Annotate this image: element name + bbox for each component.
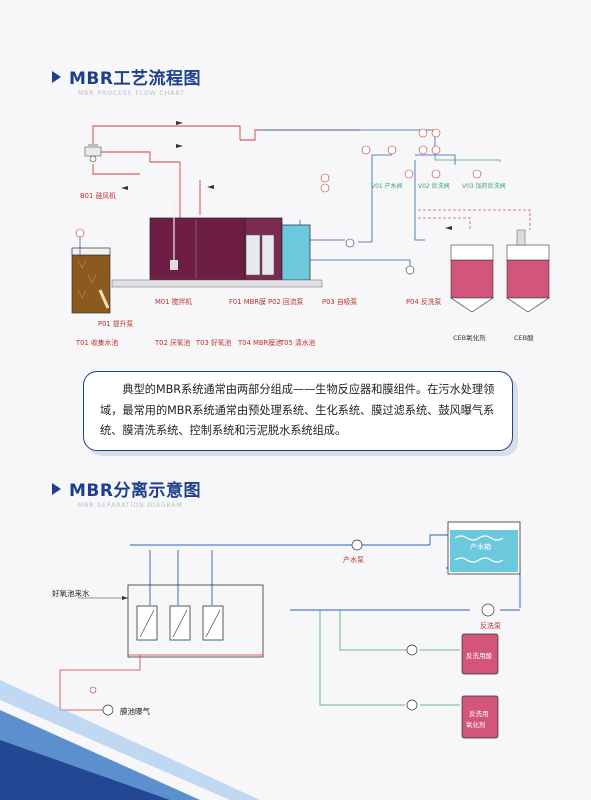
label-v03: V03 加药反洗阀 [462,182,506,190]
label-ceb2: CEB酸 [514,333,534,342]
blower-b01 [84,144,102,163]
label-m01: M01 搅拌机 [155,297,192,306]
chem-dosing-pipes [319,610,460,706]
reactor-tanks [111,195,323,288]
decorative-wave [0,680,260,800]
ceb-dosing-pipes [418,209,531,230]
flow-arrows-1 [121,121,452,230]
section2-title-text: MBR分离示意图 [69,481,201,501]
label-product-tank: 产水箱 [470,542,491,551]
label-v02: V02 反洗阀 [418,182,450,190]
label-oxidant-tank-1: 反洗用 [469,709,489,718]
description-text: 典型的MBR系统通常由两部分组成——生物反应器和膜组件。在污水处理领域，最常用的… [100,383,495,437]
ceb-tanks [450,229,550,313]
mbr-process-flow-diagram: B01 鼓风机 [71,121,550,347]
label-p02: P02 回流泵 [268,297,304,306]
chemical-tanks [461,633,499,739]
label-b01: B01 鼓风机 [80,191,116,200]
label-p03: P03 自吸泵 [322,297,358,306]
label-f01: F01 MBR膜 [229,297,266,306]
label-oxidant-tank-2: 氧化剂 [466,720,486,729]
pump-icons [351,539,495,711]
label-t01: T01 收集水池 [75,338,118,347]
label-acid-tank: 反洗用酸 [466,651,493,660]
label-p01: P01 提升泵 [98,319,134,328]
collection-tank-t01 [71,247,111,314]
label-backwash-pump: 反洗泵 [480,621,501,630]
label-aeration: 膜池曝气 [120,706,150,716]
label-t03: T03 好氧池 [195,338,232,347]
gauges [320,128,482,193]
label-v01: V01 产水阀 [371,182,403,190]
label-p04: P04 反洗泵 [406,297,442,306]
section1-title: MBR工艺流程图 [52,64,201,89]
mbr-separation-diagram: 好氧池来水 产水箱 产水泵 反洗泵 反洗用酸 反洗用 氧化剂 [52,521,521,739]
triangle-bullet-icon [52,70,61,83]
description-box: 典型的MBR系统通常由两部分组成——生物反应器和膜组件。在污水处理领域，最常用的… [83,371,513,451]
label-t04: T04 MBR膜池 [237,338,282,347]
product-water-tank [447,521,521,575]
section1-subtitle: MBR PROCESS FLOW CHART [78,90,185,97]
label-ceb1: CEB氧化剂 [453,333,486,342]
aeration-blower [89,686,114,716]
label-inflow: 好氧池来水 [52,588,90,598]
label-t02: T02 厌氧池 [154,338,191,347]
section1-title-text: MBR工艺流程图 [69,69,201,89]
triangle-bullet-icon [52,482,61,495]
section2-subtitle: MBR SEPARATION DIAGRAM [78,502,183,509]
air-pipes [92,125,360,220]
pumps [345,238,415,275]
label-product-pump: 产水泵 [343,555,364,564]
section2-title: MBR分离示意图 [52,476,201,501]
chem-pipes [434,155,501,162]
membrane-tank [127,584,264,658]
label-t05: T05 清水池 [279,338,316,347]
